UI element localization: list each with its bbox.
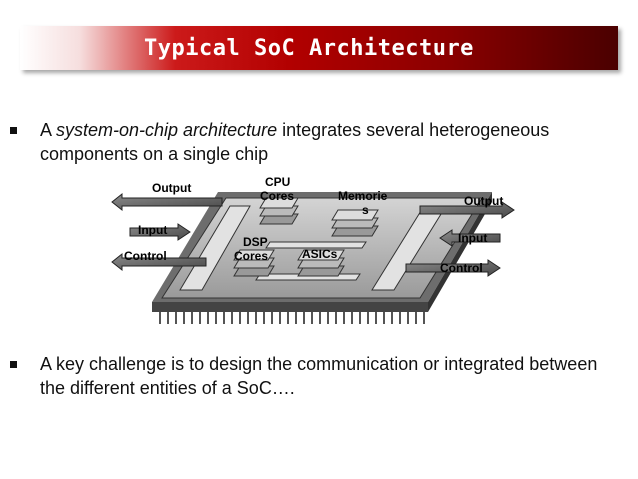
left-output-label: Output — [152, 181, 191, 195]
cpu-cores-block — [259, 197, 299, 225]
cores-label: Cores — [260, 189, 294, 203]
chip-pins — [159, 312, 425, 324]
bullet-square-icon — [10, 127, 17, 134]
left-control-label: Control — [124, 249, 167, 263]
right-output-label: Output — [464, 194, 503, 208]
italic-term: system-on-chip architecture — [56, 120, 278, 140]
cpu-label: CPU — [265, 175, 290, 189]
dsp-label: DSP — [243, 235, 268, 249]
asics-label: ASICs — [302, 247, 338, 261]
memories-label-2: s — [362, 203, 369, 217]
memories-label: Memorie — [338, 189, 388, 203]
asics-block — [297, 249, 345, 277]
left-input-label: Input — [138, 223, 167, 237]
internal-bus — [179, 205, 447, 291]
title-bar: Typical SoC Architecture — [20, 26, 618, 70]
dsp-cores-label: Cores — [234, 249, 268, 263]
soc-diagram: CPU Cores Memorie s DSP Cores ASICs Outp… — [111, 175, 515, 324]
bullet-text-2: A key challenge is to design the communi… — [40, 354, 598, 398]
bullet-square-icon — [10, 361, 17, 368]
slide-title: Typical SoC Architecture — [144, 35, 474, 61]
right-io-arrows — [405, 201, 515, 277]
bullet-text-1: A system-on-chip architecture integrates… — [40, 120, 550, 164]
memories-block — [331, 209, 379, 237]
left-io-arrows — [111, 192, 223, 272]
right-control-label: Control — [440, 261, 483, 275]
right-input-label: Input — [458, 231, 487, 245]
dsp-cores-block — [233, 249, 275, 277]
